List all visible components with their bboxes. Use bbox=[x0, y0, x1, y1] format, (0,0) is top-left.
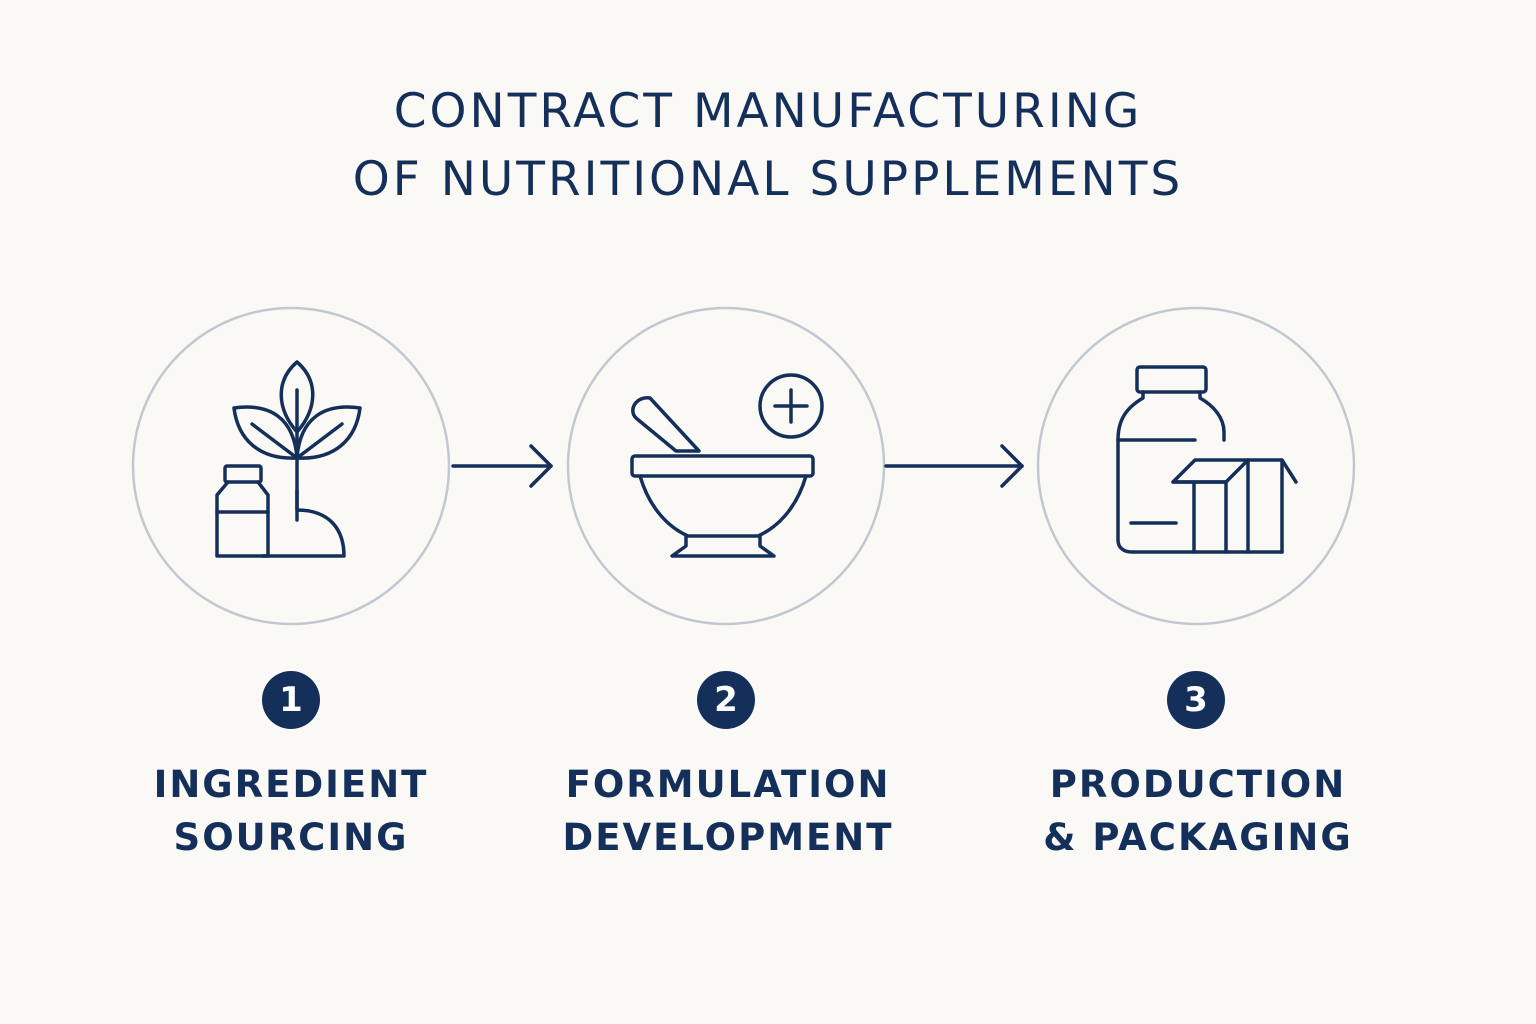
step-1-circle bbox=[131, 306, 451, 626]
arrow-right-icon bbox=[451, 444, 553, 488]
step-3-label-line-2: & PACKAGING bbox=[1043, 816, 1353, 859]
plant-and-bottle-icon bbox=[215, 360, 362, 558]
step-2-label-line-1: FORMULATION bbox=[565, 763, 891, 806]
step-1-label-line-1: INGREDIENT bbox=[153, 763, 429, 806]
arrow-right-icon bbox=[884, 444, 1024, 488]
step-3-label: PRODUCTION & PACKAGING bbox=[988, 758, 1408, 864]
step-2-label: FORMULATION DEVELOPMENT bbox=[518, 758, 938, 864]
mortar-and-pestle-icon bbox=[630, 373, 824, 558]
page-title: CONTRACT MANUFACTURING OF NUTRITIONAL SU… bbox=[0, 78, 1536, 214]
jar-and-box-icon bbox=[1116, 365, 1298, 554]
title-line-1: CONTRACT MANUFACTURING bbox=[393, 84, 1143, 139]
title-line-2: OF NUTRITIONAL SUPPLEMENTS bbox=[352, 152, 1184, 207]
step-3-badge: 3 bbox=[1167, 671, 1225, 729]
step-2-badge: 2 bbox=[697, 671, 755, 729]
step-1-label: INGREDIENT SOURCING bbox=[81, 758, 501, 864]
step-3-circle bbox=[1036, 306, 1356, 626]
step-2-circle bbox=[566, 306, 886, 626]
step-2-label-line-2: DEVELOPMENT bbox=[562, 816, 894, 859]
step-1-badge: 1 bbox=[262, 671, 320, 729]
step-1-label-line-2: SOURCING bbox=[173, 816, 409, 859]
step-3-label-line-1: PRODUCTION bbox=[1049, 763, 1347, 806]
